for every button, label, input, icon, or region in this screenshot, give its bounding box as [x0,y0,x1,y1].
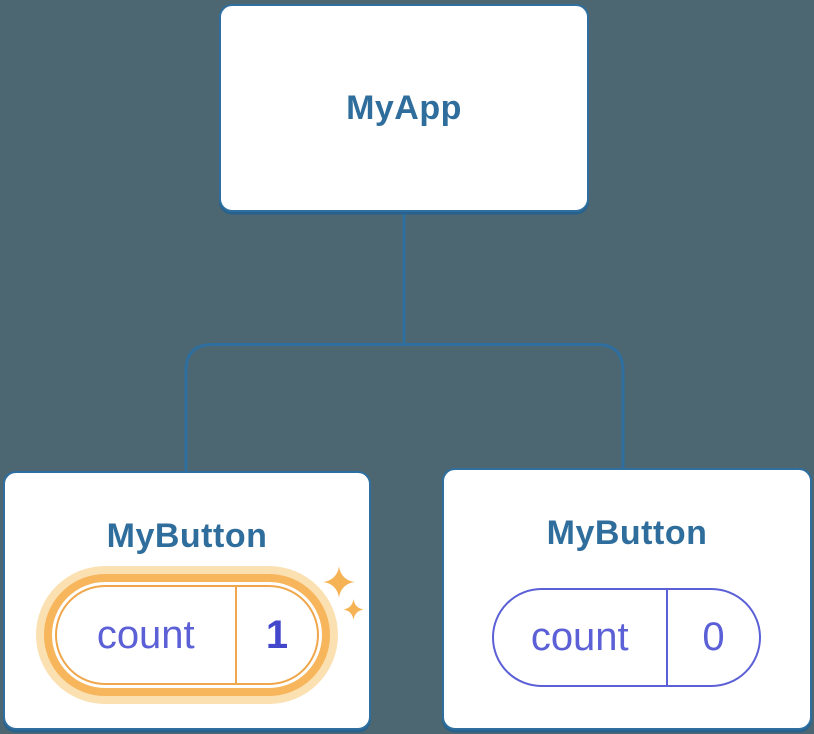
state-pill: count 1 [55,585,319,685]
pill-divider [665,590,668,685]
pill-divider [234,587,237,683]
node-title: MyApp [346,88,462,127]
node-mybutton-2: MyButton count 0 [442,468,812,730]
state-value: 1 [265,612,289,657]
node-title: MyButton [546,514,708,552]
node-title: MyButton [106,517,268,555]
state-name: count [530,615,629,659]
state-pill: count 0 [492,588,761,687]
node-mybutton-1: MyButton count 1 [3,471,371,730]
state-value: 0 [702,615,725,659]
connector-children-bracket [184,343,625,472]
state-name: count [96,612,195,657]
state-pill-highlight-ring: count 1 [44,574,330,696]
sparkle-icon [323,566,355,598]
sparkle-icon [343,599,364,620]
node-myapp: MyApp [219,4,589,212]
